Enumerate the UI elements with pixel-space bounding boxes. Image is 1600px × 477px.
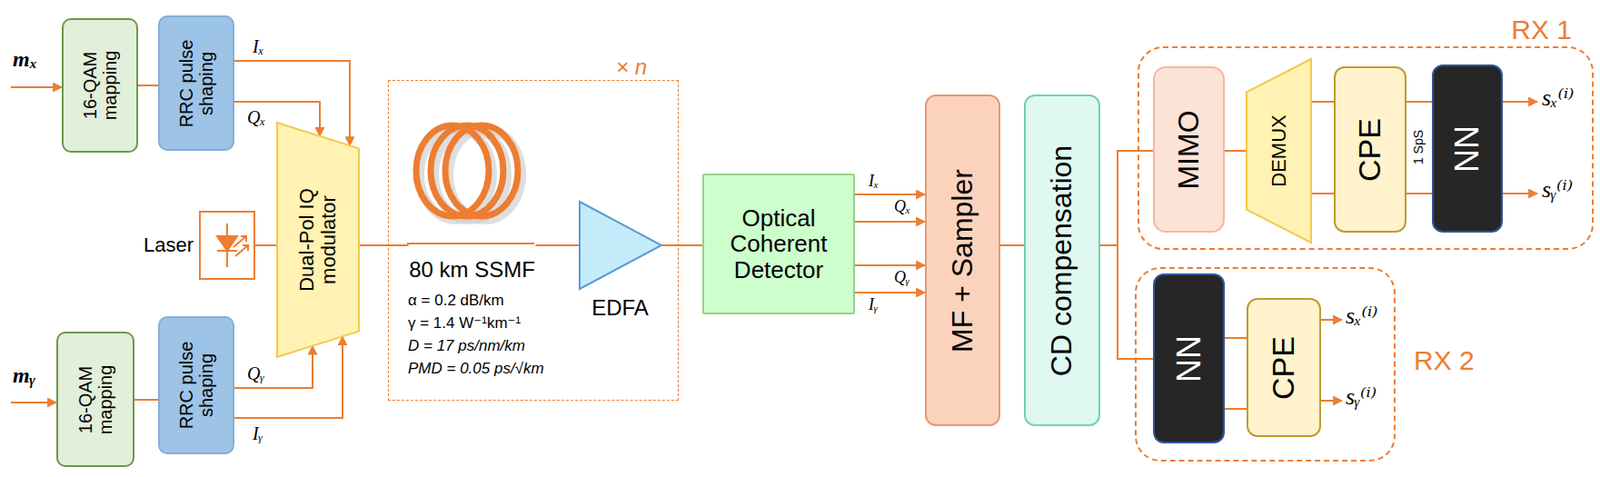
node-heading: EDFA [591,296,649,320]
node-label: CD compensation [1045,144,1078,376]
signal-connector [854,291,925,294]
cpe-box: CPE [1246,298,1322,438]
laser-source: Laser [198,210,256,280]
signal-connector [1100,150,1153,246]
node-heading: 80 km SSMF [408,258,536,282]
mimo-box: MIMO [1152,66,1225,233]
laser-symbol [198,210,256,280]
node-heading: RX 1 [1510,14,1572,45]
signal-label: Qₓ [247,107,266,128]
nn-box: NN [1152,273,1225,444]
fiber-spool: 80 km SSMF [408,116,537,253]
cd-compensation-box: CD compensation [1023,94,1101,427]
signal-label: Iᵧ [252,423,263,444]
signal-label: Qₓ [894,198,911,217]
nn-box: NN [1431,64,1503,233]
signal-label: Qᵧ [247,363,265,384]
node-label: NN [1449,125,1486,173]
signal-connector [661,244,704,247]
output-symbol: sₓ⁽ⁱ⁾ [1541,85,1575,112]
node-label: Optical Coherent Detector [710,205,847,284]
signal-connector [854,264,925,267]
output-arrow [1502,100,1538,103]
signal-connector [358,244,409,247]
output-symbol: sᵧ⁽ⁱ⁾ [1541,177,1573,204]
input-arrow [10,86,62,89]
signal-connector [1224,407,1247,410]
signal-connector [1311,192,1334,195]
sampler-box: MF + Sampler [924,94,1001,427]
receiver-group: RX 2NNCPE [1134,267,1396,462]
signal-connector [1100,245,1153,359]
fiber-parameter: PMD = 0.05 ps/√km [407,360,545,378]
signal-connector [854,193,925,196]
node-label: RRC pulse shaping [176,335,217,436]
signal-connector [1224,337,1247,339]
pulse-shaping-box: RRC pulse shaping [158,15,235,151]
output-arrow [1321,318,1342,321]
node-label: NN [1171,335,1208,383]
mapping-box: 16-QAM mapping [56,331,135,468]
signal-connector [536,244,580,247]
node-heading: Laser [143,234,194,257]
output-arrow [1321,399,1342,402]
output-arrow [1502,192,1538,195]
output-symbol: sᵧ⁽ⁱ⁾ [1345,384,1377,411]
fiber-parameter: D = 17 ps/nm/km [407,337,526,356]
receiver-group: RX 1MIMODEMUXCPENN [1137,46,1594,250]
input-symbol: mₓ [12,47,38,71]
mapping-box: 16-QAM mapping [61,18,139,153]
signal-label: Iₓ [252,36,264,57]
shape-outline [579,201,662,289]
signal-connector [1406,192,1432,195]
input-arrow [10,401,57,404]
cpe-box: CPE [1333,66,1407,233]
node-label: RRC pulse shaping [176,33,217,134]
signal-connector [234,346,313,388]
output-symbol: sₓ⁽ⁱ⁾ [1345,303,1379,330]
signal-connector [1311,100,1334,103]
node-label: Dual-Pol IQ modulator [296,176,340,304]
node-label: CPE [1266,336,1301,400]
fiber-coil [407,114,535,251]
pulse-shaping-box: RRC pulse shaping [158,316,235,455]
signal-connector [255,244,278,247]
signal-label: Iᵧ [868,296,878,315]
input-symbol: mᵧ [12,363,36,388]
signal-connector [854,220,925,223]
signal-connector [134,398,159,401]
sample-rate-label: 1 SpS [1411,129,1426,165]
fiber-parameter: α = 0.2 dB/km [407,292,505,310]
signal-connector [1224,149,1247,152]
signal-label: Iₓ [868,172,879,191]
fiber-parameter: γ = 1.4 W⁻¹km⁻¹ [407,315,521,333]
node-label: 16-QAM mapping [79,39,120,131]
node-label: DEMUX [1267,114,1290,187]
node-label: 16-QAM mapping [75,354,116,446]
node-heading: RX 2 [1413,345,1475,376]
amplifier-triangle: EDFA [579,201,662,289]
detector-box: Optical Coherent Detector [702,173,855,315]
signal-connector [1000,244,1024,247]
node-label: CPE [1352,118,1387,182]
signal-label: Qᵧ [894,268,910,288]
node-label: MIMO [1172,109,1205,189]
signal-connector [138,84,159,87]
signal-connector [1406,100,1432,103]
iq-modulator: Dual-Pol IQ modulator [277,122,359,358]
demux-trapezoid: DEMUX [1246,59,1312,243]
node-heading: × n [616,55,647,80]
node-label: MF + Sampler [946,168,979,353]
